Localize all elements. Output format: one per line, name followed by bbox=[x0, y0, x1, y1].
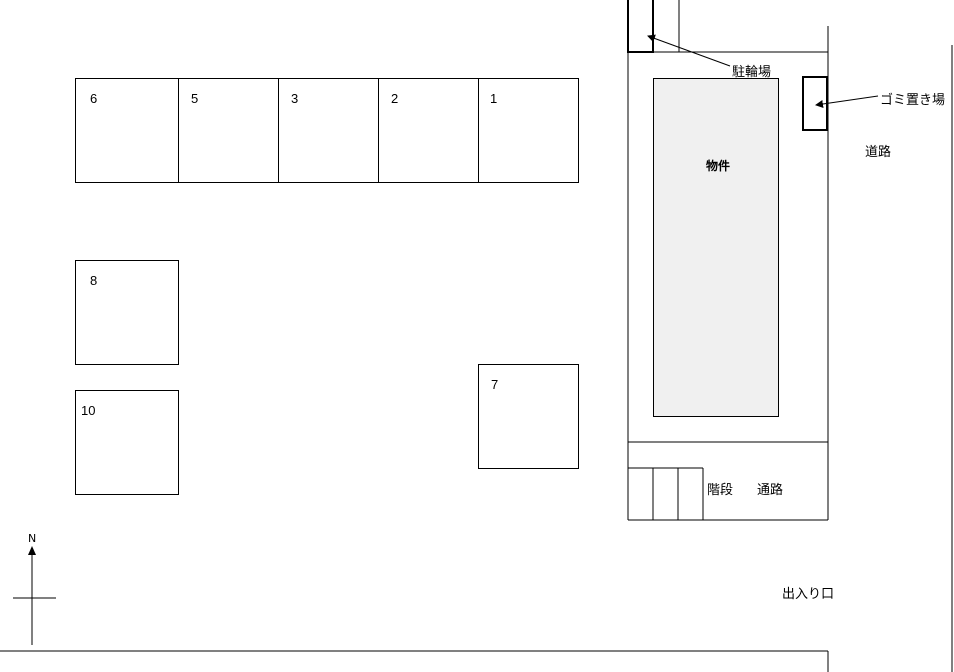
parking-space: 2 bbox=[378, 78, 479, 183]
bike-parking-label: 駐輪場 bbox=[732, 65, 772, 80]
parking-space: 6 bbox=[75, 78, 179, 183]
entrance-label: 出入り口 bbox=[782, 587, 835, 602]
space-number: 2 bbox=[391, 91, 399, 106]
space-number: 3 bbox=[291, 91, 299, 106]
space-number: 8 bbox=[90, 273, 98, 288]
parking-space: 10 bbox=[75, 390, 179, 495]
parking-space: 8 bbox=[75, 260, 179, 365]
parking-space: 1 bbox=[478, 78, 579, 183]
garbage-label: ゴミ置き場 bbox=[880, 93, 946, 108]
building-label: 物件 bbox=[706, 159, 731, 173]
space-number: 7 bbox=[491, 377, 499, 392]
garbage-area-box bbox=[802, 76, 828, 131]
space-number: 10 bbox=[81, 403, 96, 418]
north-arrow-icon bbox=[28, 546, 36, 555]
building: 物件 bbox=[653, 78, 779, 417]
north-label: N bbox=[28, 532, 37, 545]
road-label: 道路 bbox=[865, 145, 892, 160]
walkway-label: 通路 bbox=[757, 483, 784, 498]
space-number: 5 bbox=[191, 91, 199, 106]
space-number: 1 bbox=[490, 91, 498, 106]
bike-parking-arrow bbox=[647, 34, 731, 67]
parking-space: 5 bbox=[178, 78, 279, 183]
parking-space: 3 bbox=[278, 78, 379, 183]
parking-space: 7 bbox=[478, 364, 579, 469]
stairs-label: 階段 bbox=[707, 483, 734, 498]
bike-parking-box bbox=[627, 0, 654, 53]
space-number: 6 bbox=[90, 91, 98, 106]
